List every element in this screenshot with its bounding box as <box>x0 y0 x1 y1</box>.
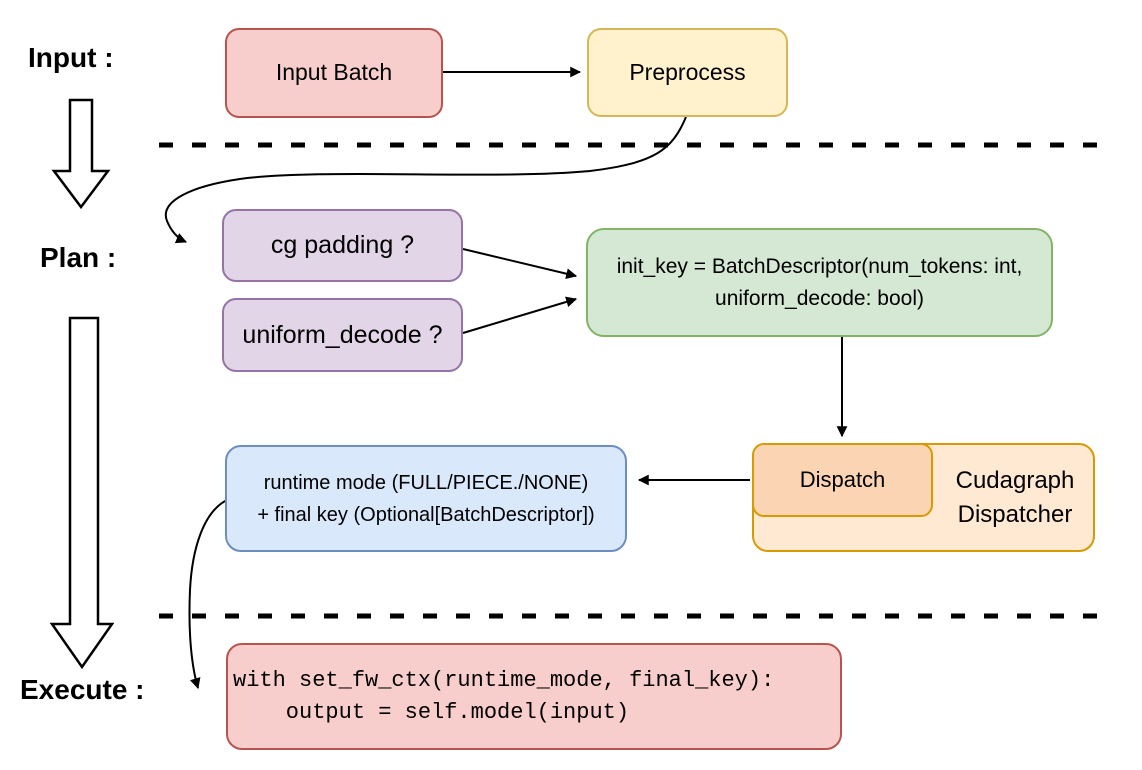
node-init-key-line1: init_key = BatchDescriptor(num_tokens: i… <box>616 254 1023 278</box>
node-runtime-mode-line2: + final key (Optional[BatchDescriptor]) <box>257 503 595 526</box>
stage-arrow-input-to-plan-icon <box>51 98 111 210</box>
stage-arrow-plan-to-execute-icon <box>49 316 115 670</box>
node-runtime-mode: runtime mode (FULL/PIECE./NONE) + final … <box>225 445 627 552</box>
node-cudagraph-dispatcher-line1: Cudagraph <box>955 467 1075 494</box>
connector-runtime-mode-to-execute-code <box>188 499 228 690</box>
connector-uniform-decode-to-init-key <box>462 296 578 334</box>
stage-label-input: Input : <box>28 42 114 73</box>
node-uniform-decode-label: uniform_decode ? <box>242 320 443 349</box>
node-preprocess-label: Preprocess <box>629 58 746 85</box>
node-cudagraph-dispatcher-label: Cudagraph Dispatcher <box>935 464 1095 532</box>
node-cg-padding: cg padding ? <box>222 209 463 282</box>
node-execute-code: with set_fw_ctx(runtime_mode, final_key)… <box>226 643 842 750</box>
node-uniform-decode: uniform_decode ? <box>222 298 463 372</box>
node-preprocess: Preprocess <box>587 28 788 117</box>
node-execute-code-line1: with set_fw_ctx(runtime_mode, final_key)… <box>233 667 775 693</box>
node-dispatch: Dispatch <box>752 443 933 517</box>
node-cg-padding-label: cg padding ? <box>270 231 415 260</box>
node-runtime-mode-line1: runtime mode (FULL/PIECE./NONE) <box>263 471 589 494</box>
node-init-key: init_key = BatchDescriptor(num_tokens: i… <box>586 228 1053 337</box>
node-dispatch-label: Dispatch <box>799 467 886 493</box>
node-input-batch-label: Input Batch <box>275 59 393 86</box>
node-input-batch: Input Batch <box>225 28 443 118</box>
connector-preprocess-to-cg-padding <box>164 116 687 244</box>
stage-label-plan: Plan : <box>40 242 117 273</box>
node-init-key-line2: uniform_decode: bool) <box>715 286 924 310</box>
node-cudagraph-dispatcher-line2: Dispatcher <box>957 501 1073 528</box>
stage-label-execute: Execute : <box>20 674 145 705</box>
node-execute-code-line2: output = self.model(input) <box>233 699 630 725</box>
connector-cg-padding-to-init-key <box>462 248 578 280</box>
